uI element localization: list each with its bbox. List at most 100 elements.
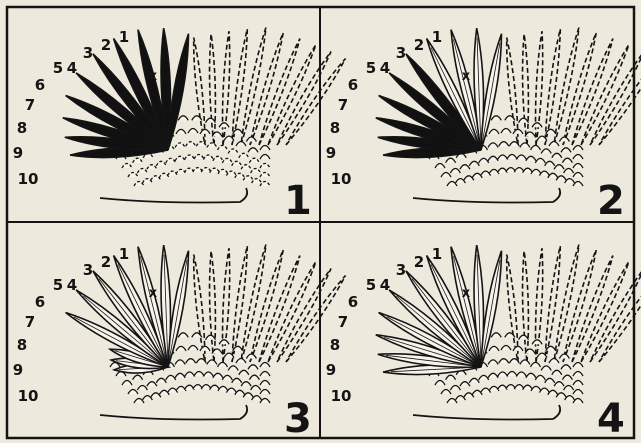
feather-label-3: 3 (396, 261, 406, 279)
covert-feather (252, 179, 262, 184)
panel-number: 4 (597, 396, 625, 442)
primaries (63, 28, 189, 157)
covert-feather (241, 165, 251, 170)
feather-label-7: 7 (25, 96, 35, 114)
covert-feather (176, 346, 186, 351)
panel-1: 12345678910x 1 (13, 28, 346, 224)
covert-feather (548, 390, 558, 395)
feather-label-2: 2 (414, 36, 424, 54)
covert-feather (239, 153, 249, 158)
feather-label-8: 8 (17, 336, 27, 354)
feather-label-6: 6 (35, 293, 45, 311)
covert-feather (460, 382, 470, 387)
covert-feather (545, 378, 555, 383)
tertial-feather (523, 251, 529, 362)
covert-feather (260, 182, 270, 187)
feather-label-6: 6 (348, 293, 358, 311)
panel-3: 12345678910x 3 (13, 245, 346, 442)
feather-label-5: 5 (53, 276, 63, 294)
covert-feather (218, 169, 228, 174)
tertial-feather (232, 246, 247, 362)
covert-feather (491, 116, 501, 121)
covert-feather (226, 171, 236, 176)
covert-feather (233, 346, 243, 351)
covert-feather (523, 385, 533, 390)
covert-feather (531, 386, 541, 391)
feather-label-9: 9 (326, 144, 336, 162)
covert-feather (213, 156, 223, 161)
primaries (376, 28, 502, 157)
panel-2: 12345678910x 2 (326, 28, 641, 224)
covert-feather (559, 137, 569, 142)
feather-label-9: 9 (326, 361, 336, 379)
feather-label-7: 7 (25, 313, 35, 331)
covert-feather (260, 164, 270, 169)
tertial-feather (572, 256, 613, 362)
feather-label-8: 8 (17, 119, 27, 137)
covert-feather (516, 155, 526, 160)
covert-feather (489, 129, 499, 134)
covert-feather (460, 165, 470, 170)
tertial-feather (223, 31, 230, 145)
feather-label-2: 2 (101, 253, 111, 271)
covert-feather (133, 375, 143, 380)
feather-label-9: 9 (13, 144, 23, 162)
body-outline (413, 405, 560, 420)
covert-feather (203, 372, 213, 377)
covert-feather (166, 158, 176, 163)
tertials (507, 28, 641, 145)
covert-feather (488, 156, 498, 161)
tertial-feather (545, 246, 560, 362)
covert-feather (156, 378, 166, 383)
covert-feather (441, 173, 451, 178)
covert-feather (562, 158, 572, 163)
panel-number: 2 (597, 178, 625, 224)
covert-feather (501, 346, 511, 351)
covert-feather (491, 333, 501, 338)
covert-feather (552, 370, 562, 375)
covert-feather (516, 372, 526, 377)
covert-feather (218, 145, 228, 150)
covert-feather (523, 168, 533, 173)
feather-label-6: 6 (348, 76, 358, 94)
covert-feather (519, 335, 529, 340)
covert-feather (239, 370, 249, 375)
covert-feather (260, 146, 270, 151)
covert-feather (228, 366, 238, 371)
covert-feather (241, 382, 251, 387)
covert-feather (260, 155, 270, 160)
feather-label-10: 10 (331, 387, 352, 405)
covert-feather (185, 372, 195, 377)
covert-feather (501, 129, 511, 134)
covert-feather (233, 129, 243, 134)
covert-feather (219, 123, 229, 128)
covert-feather (507, 155, 517, 160)
covert-feather (573, 390, 583, 395)
covert-feather (137, 386, 147, 391)
covert-feather (122, 381, 132, 386)
covert-feather (128, 390, 138, 395)
covert-feather (450, 169, 460, 174)
covert-feather (554, 382, 564, 387)
covert-feather (185, 155, 195, 160)
covert-feather (520, 360, 530, 365)
feather-label-1: 1 (119, 28, 129, 46)
covert-feather (562, 375, 572, 380)
primaries (376, 245, 502, 374)
feather-label-5: 5 (366, 59, 376, 77)
feather-label-3: 3 (396, 44, 406, 62)
covert-feather (260, 372, 270, 377)
covert-feather (210, 385, 220, 390)
covert-feather (188, 346, 198, 351)
covert-feather (525, 132, 535, 137)
feather-label-2: 2 (101, 36, 111, 54)
covert-feather (260, 381, 270, 386)
covert-feather (469, 161, 479, 166)
feather-label-1: 1 (432, 245, 442, 263)
covert-feather (137, 169, 147, 174)
covert-feather (178, 333, 188, 338)
covert-feather (222, 375, 232, 380)
covert-feather (206, 118, 216, 123)
covert-feather (507, 372, 517, 377)
feather-label-4: 4 (67, 276, 77, 294)
